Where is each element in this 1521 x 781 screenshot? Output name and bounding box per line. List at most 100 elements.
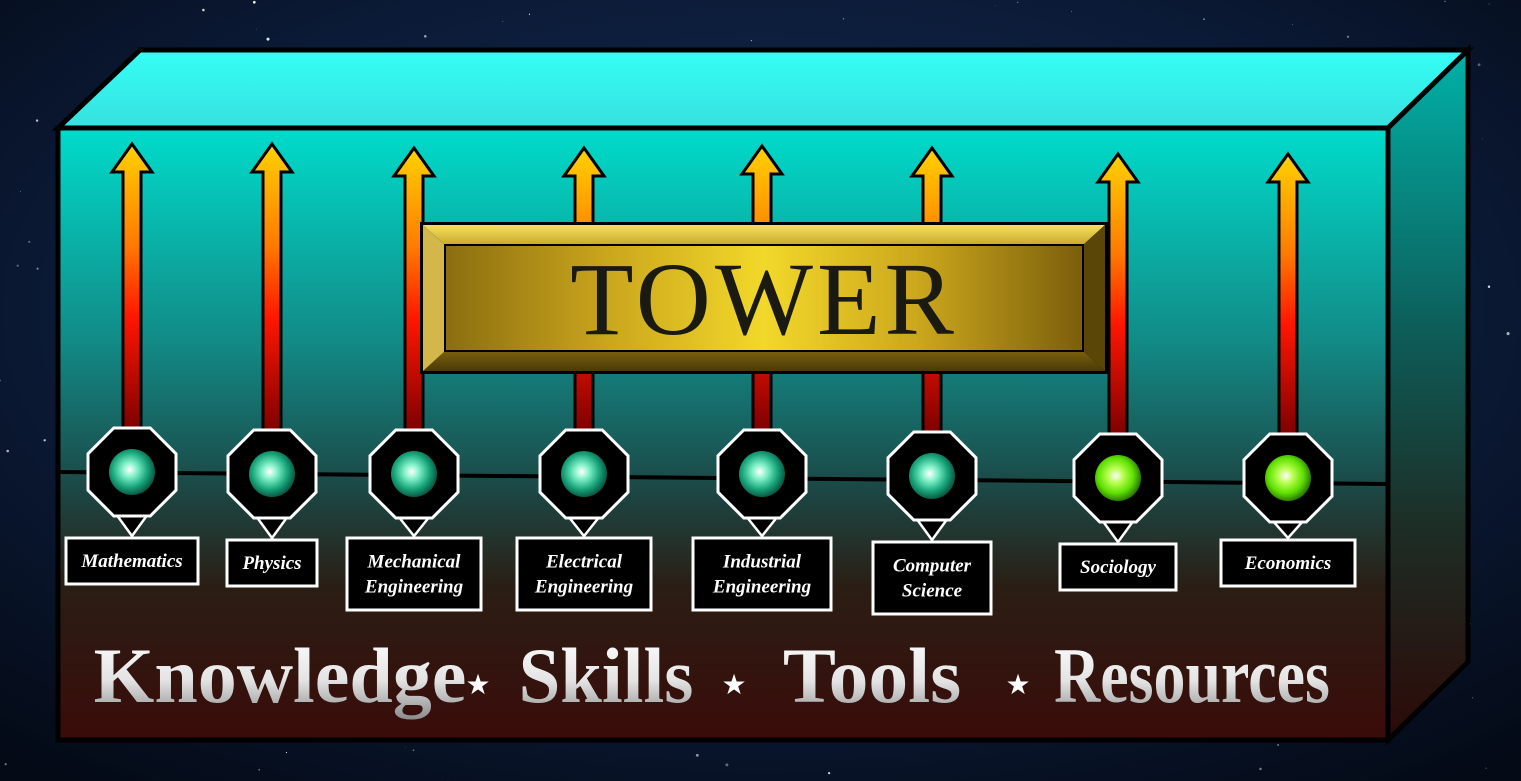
pillar-word-group: Tools [783,634,961,720]
star [1487,285,1491,289]
tower-plaque: TOWER [420,222,1108,374]
teal-light-icon [109,449,155,495]
discipline-label: Industrial [722,552,802,573]
star [285,751,288,754]
star [842,18,845,20]
discipline-label-box [1058,542,1178,592]
discipline-label: Mechanical [367,552,462,573]
star [1071,10,1073,12]
star-separator-icon: ★ [721,668,746,701]
star [1346,35,1350,38]
pillar-word-group: Knowledge [94,632,467,719]
star [252,0,256,4]
star [0,379,2,382]
star [405,746,407,748]
star [35,119,39,122]
discipline-label-box [225,538,319,588]
green-light-icon [1265,455,1311,501]
discipline-label: Science [902,581,963,602]
star [1292,23,1293,25]
discipline-node: Mathematics [64,426,200,586]
star [1444,0,1446,3]
plaque-bevel-right [1083,225,1105,371]
pillar-word: Resources [1054,633,1330,719]
discipline-label-box [345,536,483,612]
discipline-label: Mathematics [80,551,182,572]
pillar-words: Knowledge Skills Tools Resources ★ ★ ★ [94,632,1330,720]
star [412,749,415,752]
star [1481,138,1483,140]
discipline-node: Physics [225,428,319,588]
star [424,35,427,38]
box-side-face [1385,44,1471,746]
star [1471,697,1474,699]
discipline-label-box [871,540,993,616]
discipline-label: Computer [893,556,972,577]
star-separator-icon: ★ [465,668,490,701]
discipline-label: Engineering [364,577,463,598]
tower-title: TOWER [570,242,958,357]
star-separator-icon: ★ [1005,668,1030,701]
star [36,267,39,270]
discipline-label: Engineering [712,577,811,598]
star [266,37,270,41]
star [28,240,31,243]
teal-light-icon [739,451,785,497]
star [447,779,449,781]
star [43,439,46,442]
plaque-bevel-left [423,225,445,371]
discipline-label: Electrical [545,552,623,573]
star [528,13,531,15]
box-top-face [51,47,1475,131]
star [1259,767,1262,771]
plaque-bevel-top [423,225,1105,245]
star [725,763,729,767]
star [4,763,7,766]
discipline-node: Economics [1219,432,1357,588]
star [16,264,19,267]
discipline-label: Physics [241,553,301,574]
star [1203,18,1205,21]
discipline-label-box [691,536,833,612]
discipline-label: Sociology [1080,557,1157,578]
star [1488,3,1490,5]
discipline-label-box [64,536,200,586]
star [202,8,205,12]
green-light-icon [1095,455,1141,501]
discipline-label: Engineering [534,577,633,598]
discipline-node: Sociology [1058,432,1178,592]
star [1506,332,1510,336]
discipline-label-box [1219,538,1357,588]
star [19,191,21,193]
star [1485,767,1487,769]
plaque-face [444,244,1084,352]
teal-light-icon [249,451,295,497]
teal-light-icon [909,453,955,499]
star [6,449,9,453]
star [1477,63,1481,67]
plaque-bevel-bottom [423,351,1105,371]
teal-light-icon [561,451,607,497]
star [695,753,699,757]
star [502,21,504,22]
pillar-word-group: Skills [519,633,694,720]
pillar-word: Knowledge [94,632,467,719]
pillar-word-group: Resources [1054,633,1330,719]
star [1277,744,1279,746]
discipline-label-box [515,536,653,612]
pillar-word: Skills [519,633,694,720]
star [995,5,996,7]
star [258,768,261,771]
discipline-label: Economics [1244,553,1332,574]
star [827,771,831,775]
star [1017,1,1019,3]
teal-light-icon [391,451,437,497]
pillar-word: Tools [783,634,961,720]
